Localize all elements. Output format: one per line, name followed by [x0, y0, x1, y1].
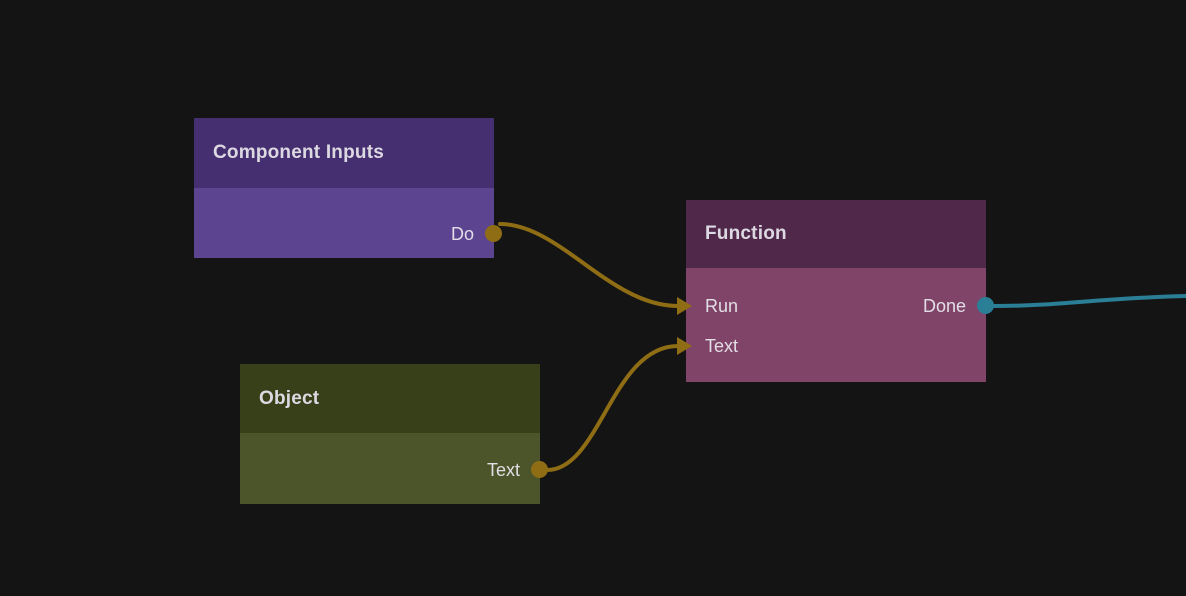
output-port-do-label: Do: [450, 223, 474, 244]
output-connector-do-dot[interactable]: [485, 225, 502, 242]
output-port-done-label: Done: [922, 295, 966, 316]
node-title-component-inputs: Component Inputs: [194, 118, 494, 188]
input-port-text[interactable]: Text: [686, 333, 986, 359]
input-connector-run-arrow-icon[interactable]: [677, 297, 692, 315]
node-component-inputs[interactable]: Component Inputs Do: [194, 118, 502, 258]
input-port-run-label: Run: [705, 295, 739, 316]
node-body-object: Text: [240, 433, 548, 504]
edge-done-out: [992, 294, 1186, 308]
edge-text-to-text: [545, 344, 680, 472]
output-port-text-label: Text: [486, 459, 520, 480]
node-object[interactable]: Object Text: [240, 364, 548, 504]
input-port-run[interactable]: Run: [686, 293, 986, 319]
node-title-function: Function: [686, 200, 986, 268]
output-connector-text-dot[interactable]: [531, 461, 548, 478]
node-body-function: Run Text Done: [677, 268, 994, 382]
node-function[interactable]: Function Run Text Done: [677, 200, 994, 382]
input-connector-text-arrow-icon[interactable]: [677, 337, 692, 355]
output-port-text[interactable]: Text: [240, 457, 540, 483]
edge-do-to-run: [498, 222, 680, 308]
node-title-object: Object: [240, 364, 540, 433]
output-port-done[interactable]: Done: [686, 293, 986, 319]
node-body-component-inputs: Do: [194, 188, 502, 258]
input-port-text-label: Text: [705, 335, 739, 356]
output-port-do[interactable]: Do: [194, 221, 494, 247]
output-connector-done-dot[interactable]: [977, 297, 994, 314]
